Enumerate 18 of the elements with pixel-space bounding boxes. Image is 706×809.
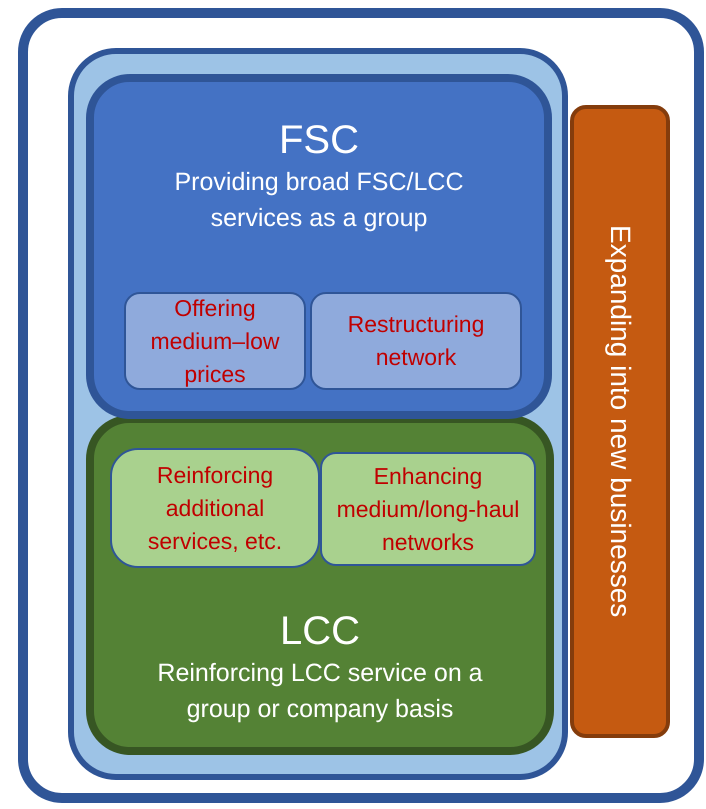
group-panel [68, 48, 568, 780]
strategy-box [310, 292, 522, 390]
box-title: LCC [280, 608, 360, 655]
strategy-box [320, 452, 536, 566]
strategy-text: Reinforcing additional services, etc. [146, 460, 284, 556]
box-description: Reinforcing LCC service on a group or company basis [156, 658, 484, 725]
strategy-text: Enhancing medium/long-haul networks [336, 462, 520, 556]
outer-frame [18, 8, 704, 803]
strategy-text: Restructuring network [346, 310, 486, 372]
lcc-box [86, 415, 554, 755]
box-title: FSC [279, 117, 359, 164]
vertical-label: Expanding into new businesses [604, 225, 637, 618]
strategy-text: Offering medium–low prices [149, 294, 281, 389]
box-description: Providing broad FSC/LCC services as a group [173, 167, 464, 234]
strategy-box [124, 292, 306, 390]
business-bar [570, 105, 670, 738]
fsc-box [86, 74, 552, 419]
strategy-box [110, 448, 320, 568]
